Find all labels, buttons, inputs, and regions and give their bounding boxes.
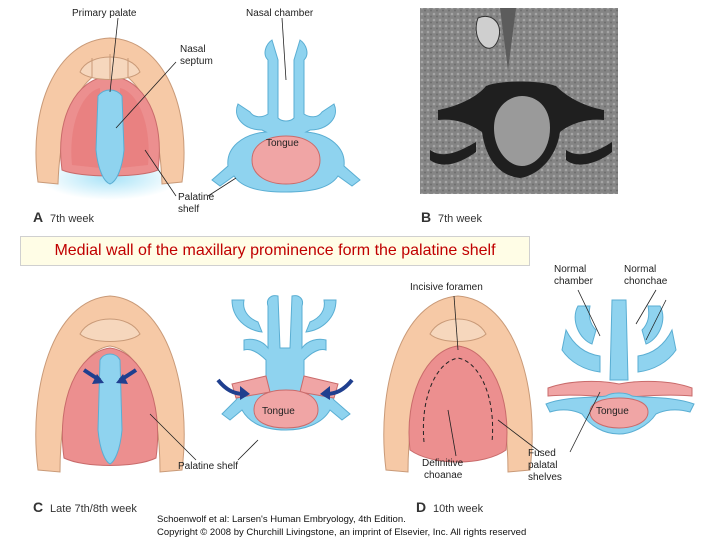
panel-a-palate-drawing: [36, 18, 184, 200]
credit-line-2: Copyright © 2008 by Churchill Livingston…: [157, 527, 526, 538]
caption-box: Medial wall of the maxillary prominence …: [20, 236, 530, 266]
panel-c-stage: Late 7th/8th week: [50, 503, 137, 515]
panel-c-palate-drawing: [36, 296, 196, 472]
label-fused-line3: shelves: [528, 472, 562, 483]
label-normal-chonchae-line2: chonchae: [624, 276, 668, 287]
label-tongue-c: Tongue: [262, 406, 295, 417]
label-tongue-a: Tongue: [266, 138, 299, 149]
panel-a-letter: A: [33, 209, 43, 225]
credit-line-1: Schoenwolf et al: Larsen's Human Embryol…: [157, 514, 406, 525]
panel-b-sem-micrograph: [420, 8, 618, 194]
label-palatine-shelf-line1: Palatine: [178, 192, 215, 203]
label-definitive-choanae-line1: Definitive: [422, 458, 464, 469]
panel-a-coronal-section: [208, 18, 360, 196]
label-normal-chamber-line2: chamber: [554, 276, 594, 287]
panel-d-stage: 10th week: [433, 503, 484, 515]
panel-c-coronal-section: [218, 296, 352, 460]
panel-b-stage: 7th week: [438, 213, 483, 225]
panel-a-stage: 7th week: [50, 213, 95, 225]
label-definitive-choanae-line2: choanae: [424, 470, 463, 481]
label-incisive-foramen: Incisive foramen: [410, 282, 483, 293]
label-nasal-septum-line2: septum: [180, 56, 213, 67]
label-palatine-shelf-line2: shelf: [178, 204, 199, 215]
label-nasal-chamber: Nasal chamber: [246, 8, 314, 19]
label-fused-line1: Fused: [528, 448, 556, 459]
panel-d-letter: D: [416, 499, 426, 515]
panel-d-coronal-section: [546, 290, 694, 452]
panel-b-letter: B: [421, 209, 431, 225]
label-normal-chonchae-line1: Normal: [624, 264, 656, 275]
label-nasal-septum-line1: Nasal: [180, 44, 206, 55]
label-normal-chamber-line1: Normal: [554, 264, 586, 275]
label-fused-line2: palatal: [528, 460, 557, 471]
caption-text: Medial wall of the maxillary prominence …: [54, 242, 495, 260]
label-tongue-d: Tongue: [596, 406, 629, 417]
label-palatine-shelf-c: Palatine shelf: [178, 461, 238, 472]
panel-d-palate-drawing: [384, 296, 540, 472]
label-primary-palate: Primary palate: [72, 8, 137, 19]
panel-c-letter: C: [33, 499, 43, 515]
